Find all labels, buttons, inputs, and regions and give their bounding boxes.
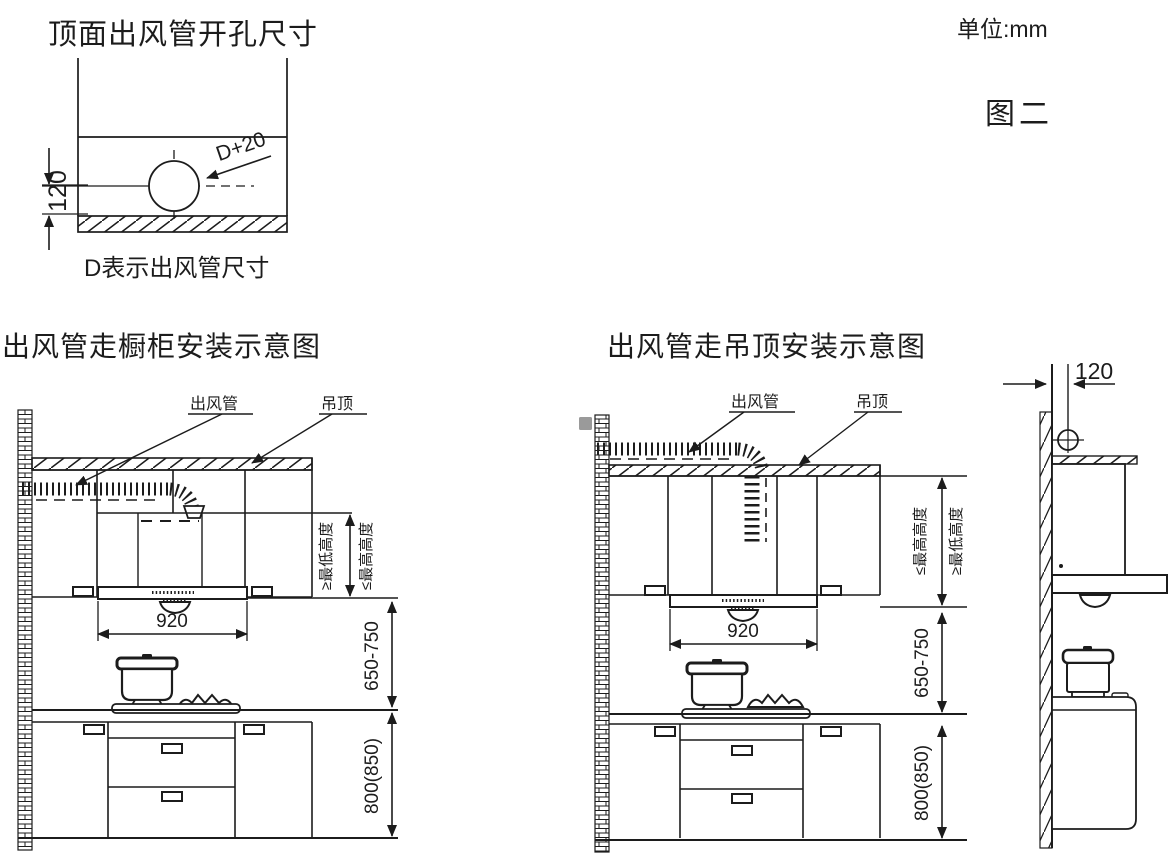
hole-diagram: 顶面出风管开孔尺寸 D+20 120 D表示出风管尺寸 — [42, 18, 318, 282]
brick-wall — [17, 409, 33, 851]
cabinet-route-title: 出风管走橱柜安装示意图 — [2, 331, 321, 362]
ceiling-label: 吊顶 — [321, 395, 353, 413]
offset-120-label: 120 — [44, 170, 72, 212]
brick-wall — [594, 414, 610, 853]
cooktop — [111, 654, 241, 714]
hood-width-dimension: 920 — [97, 601, 248, 641]
counter-and-base-cabinets — [595, 713, 967, 841]
unit-label: 单位:mm — [957, 16, 1048, 42]
counter-side — [1051, 692, 1137, 830]
max-height-label: ≤最高高度 — [358, 522, 375, 590]
cooktop — [681, 659, 811, 719]
counter-height-dimension: 800(850) — [912, 725, 947, 839]
cooker-side — [1061, 646, 1115, 698]
duct-label: 出风管 — [190, 395, 238, 413]
hood-width-dimension: 920 — [669, 609, 818, 651]
ceiling-route-diagram: 出风管走吊顶安装示意图 — [579, 331, 967, 853]
upper-cabinets — [32, 458, 352, 598]
ceiling-hatch-strip — [608, 464, 881, 477]
ceiling-leader: 吊顶 — [251, 395, 367, 464]
counter-height-dimension: 800(850) — [362, 712, 397, 837]
counter-height-label: 800(850) — [362, 738, 383, 814]
ceiling-hatch-piece — [1051, 455, 1138, 465]
duct-run — [22, 482, 206, 519]
header-labels: 单位:mm 图二 — [957, 16, 1053, 131]
wall-offset-dimension: 120 — [1003, 358, 1115, 389]
hole-diagram-caption: D表示出风管尺寸 — [84, 255, 269, 282]
cabinet-route-diagram: 出风管走橱柜安装示意图 — [2, 331, 398, 851]
side-view: 120 — [1003, 358, 1168, 849]
hood-to-counter-label: 650-750 — [362, 621, 383, 691]
counter-height-label: 800(850) — [912, 745, 933, 821]
height-dimension: ≤最高高度 ≥最低高度 — [880, 475, 967, 608]
hood-width-label: 920 — [156, 611, 188, 632]
upper-left-door-handle — [72, 586, 94, 597]
hole-size-leader: D+20 — [206, 128, 272, 180]
duct-run — [597, 442, 769, 545]
range-hood — [97, 513, 248, 615]
wall-anchor-block — [579, 417, 592, 430]
wall-hatch-band — [1039, 411, 1053, 849]
ceiling-label: 吊顶 — [856, 393, 888, 411]
range-hood — [669, 594, 818, 623]
hood-to-counter-dimension: 650-750 — [362, 601, 397, 708]
upper-right-door-handle — [251, 586, 273, 597]
duct-leader: 出风管 — [688, 393, 795, 453]
upper-right-door-handle — [820, 585, 842, 596]
upper-left-door-handle — [644, 585, 666, 596]
max-height-label: ≤最高高度 — [912, 507, 929, 575]
min-height-label: ≥最低高度 — [948, 507, 965, 575]
ceiling-hatch-strip — [31, 457, 313, 471]
hole-diagram-title: 顶面出风管开孔尺寸 — [48, 18, 318, 51]
hood-side — [1051, 463, 1168, 609]
hood-width-label: 920 — [727, 621, 759, 642]
min-height-label: ≥最低高度 — [318, 522, 335, 590]
ceiling-leader: 吊顶 — [798, 393, 902, 466]
ceiling-route-title: 出风管走吊顶安装示意图 — [607, 331, 926, 362]
counter-and-base-cabinets — [18, 709, 398, 839]
front-edge-hatch-strip — [77, 215, 288, 233]
duct-hole-circle — [148, 160, 200, 212]
height-dimension: ≥最低高度 ≤最高高度 — [247, 514, 398, 599]
cabinet-top-outline — [77, 58, 288, 216]
duct-label: 出风管 — [731, 393, 779, 411]
duct-leader: 出风管 — [75, 395, 253, 486]
figure-number-label: 图二 — [985, 98, 1053, 131]
hood-to-counter-label: 650-750 — [912, 628, 933, 698]
hood-to-counter-dimension: 650-750 — [912, 612, 947, 713]
upper-cabinets — [609, 465, 881, 596]
offset-120-dimension: 120 — [42, 148, 88, 250]
wall-offset-label: 120 — [1075, 358, 1113, 384]
duct-outlet — [1053, 364, 1084, 453]
